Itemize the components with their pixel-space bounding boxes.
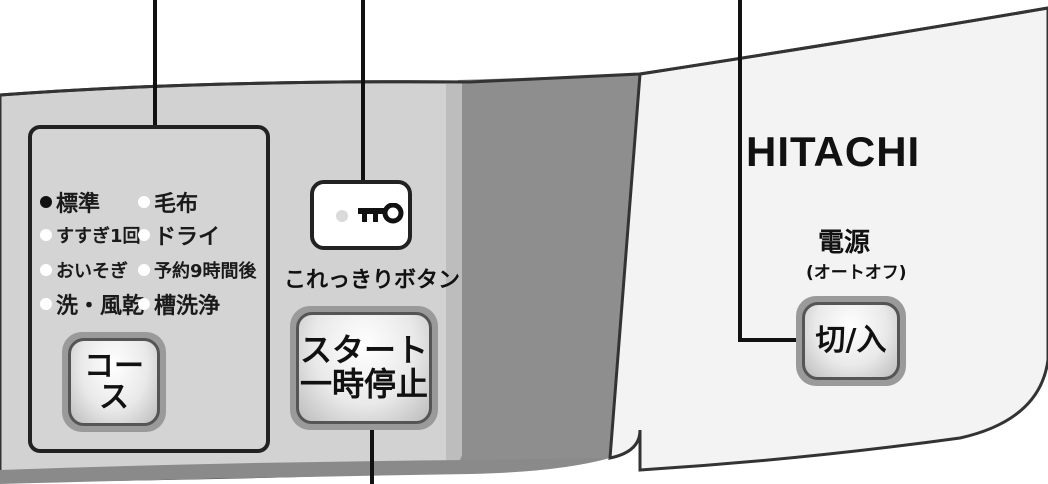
course-button-label: コース — [84, 348, 144, 415]
indicator-label: ドライ — [154, 225, 221, 250]
start-pause-button[interactable]: スタート 一時停止 — [296, 312, 432, 424]
brand-logo: HITACHI — [746, 128, 921, 175]
lock-lamp — [336, 210, 348, 222]
indicator-lamp — [40, 298, 52, 310]
indicator-label: 槽洗浄 — [154, 294, 221, 319]
indicator-one-rinse: すすぎ1回 — [40, 222, 141, 248]
course-button[interactable]: コース — [68, 338, 160, 426]
indicator-label: 毛布 — [154, 192, 199, 217]
indicator-lamp — [40, 196, 52, 208]
indicator-tub-clean: 槽洗浄 — [138, 288, 220, 320]
indicator-lamp — [138, 196, 150, 208]
dark-panel-section — [458, 74, 640, 466]
panel-step — [446, 82, 462, 470]
lock-button[interactable] — [310, 180, 412, 250]
power-button-label: 切/入 — [815, 323, 887, 359]
indicator-label: 標準 — [56, 192, 101, 217]
key-icon — [358, 203, 404, 224]
power-subtitle: (オートオフ) — [806, 263, 907, 283]
indicator-lamp — [138, 264, 150, 276]
indicator-lamp — [138, 298, 150, 310]
lock-caption: これっきりボタン — [284, 268, 461, 293]
indicator-blanket: 毛布 — [138, 186, 198, 218]
indicator-dry: ドライ — [138, 219, 220, 251]
indicator-timer-9h: 予約9時間後 — [138, 257, 257, 283]
indicator-wash-air-dry: 洗・風乾 — [40, 288, 144, 320]
indicator-quick: おいそぎ — [40, 257, 128, 283]
indicator-label: 洗・風乾 — [56, 294, 145, 319]
start-label: スタート — [299, 331, 428, 370]
indicator-label: おいそぎ — [56, 261, 128, 282]
indicator-label: 予約9時間後 — [154, 261, 257, 282]
power-title: 電源 — [818, 228, 871, 258]
indicator-standard: 標準 — [40, 186, 100, 218]
leader-line-power — [738, 0, 808, 342]
indicator-lamp — [40, 229, 52, 241]
indicator-label: すすぎ1回 — [56, 226, 141, 247]
indicator-lamp — [138, 229, 150, 241]
pause-label: 一時停止 — [299, 365, 428, 403]
power-button[interactable]: 切/入 — [802, 302, 900, 380]
indicator-lamp — [40, 264, 52, 276]
